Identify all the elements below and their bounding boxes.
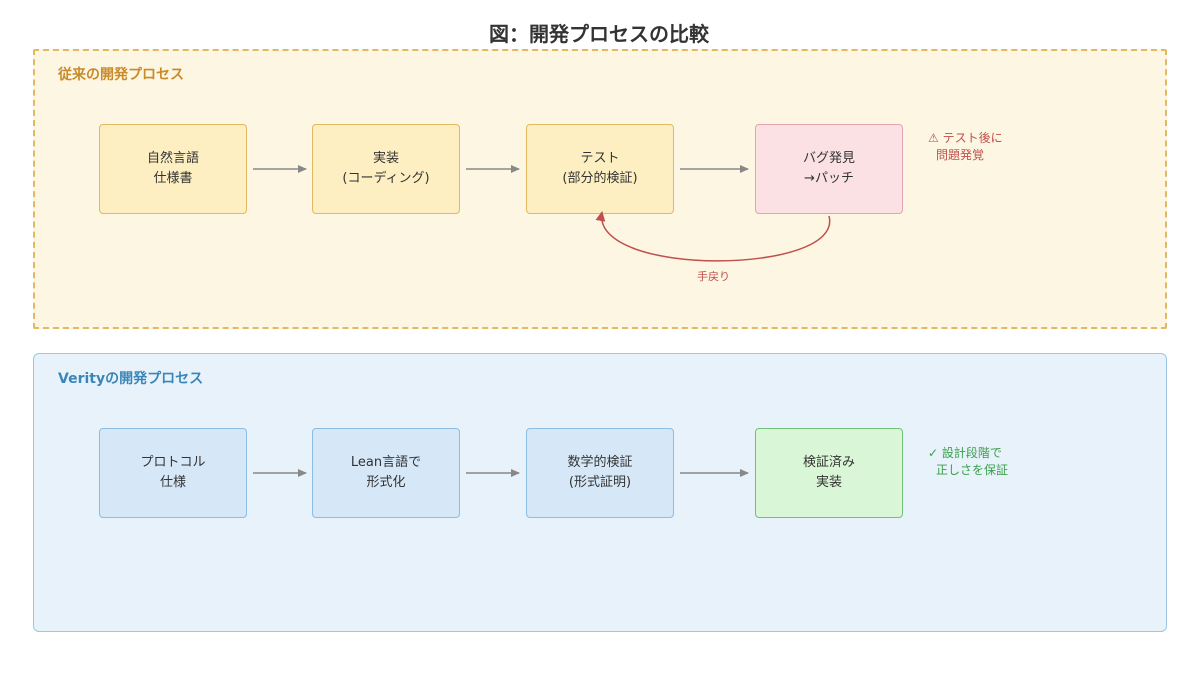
step-mathematical-verification: 数学的検証 (形式証明) xyxy=(526,428,674,518)
success-note-line1: ✓ 設計段階で xyxy=(928,446,1002,460)
step-line2: 仕様書 xyxy=(153,171,193,186)
step-protocol-spec: プロトコル 仕様 xyxy=(99,428,247,518)
step-line2: →パッチ xyxy=(804,171,854,186)
diagram-title: 図：開発プロセスの比較 xyxy=(489,22,709,46)
step-line2: 仕様 xyxy=(159,475,186,490)
step-line1: バグ発見 xyxy=(802,151,855,166)
step-line2: (形式証明) xyxy=(568,475,632,490)
warning-note-line2: 問題発覚 xyxy=(936,148,985,162)
step-line1: Lean言語で xyxy=(350,455,422,470)
step-line1: 検証済み xyxy=(802,455,855,470)
step-line1: プロトコル xyxy=(140,455,206,470)
step-natural-language-spec: 自然言語 仕様書 xyxy=(99,124,247,214)
verity-section-label: Verityの開発プロセス xyxy=(58,371,204,387)
step-line2: (部分的検証) xyxy=(562,171,638,186)
step-line1: 自然言語 xyxy=(146,151,199,166)
step-lean-formalization: Lean言語で 形式化 xyxy=(312,428,460,518)
step-line1: 数学的検証 xyxy=(567,455,633,470)
step-verified-implementation: 検証済み 実装 xyxy=(755,428,903,518)
step-line1: テスト xyxy=(580,151,620,166)
rework-label: 手戻り xyxy=(697,270,730,283)
step-line2: (コーディング) xyxy=(342,171,430,186)
warning-note: ⚠ テスト後に 問題発覚 xyxy=(928,130,1003,164)
step-implementation: 実装 (コーディング) xyxy=(312,124,460,214)
success-note: ✓ 設計段階で 正しさを保証 xyxy=(928,445,1008,479)
step-bug-found-patch: バグ発見 →パッチ xyxy=(755,124,903,214)
step-line2: 実装 xyxy=(815,475,842,490)
step-testing: テスト (部分的検証) xyxy=(526,124,674,214)
step-line1: 実装 xyxy=(372,151,399,166)
step-line2: 形式化 xyxy=(366,475,406,490)
traditional-section-label: 従来の開発プロセス xyxy=(58,67,184,83)
warning-note-line1: ⚠ テスト後に xyxy=(928,131,1003,145)
success-note-line2: 正しさを保証 xyxy=(936,463,1009,477)
